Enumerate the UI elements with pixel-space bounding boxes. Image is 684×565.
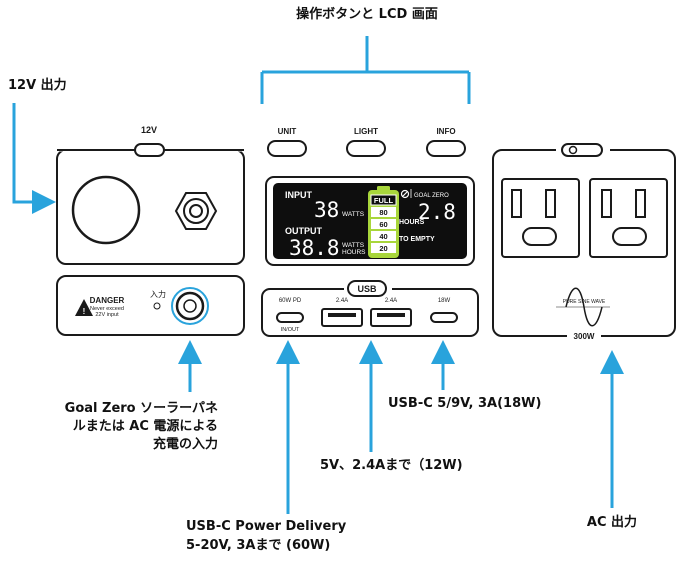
usb-a-port-1[interactable] [321,308,363,327]
out12v-arrow [12,103,56,214]
car-socket-port[interactable] [71,175,141,245]
lcd-input-watts: WATTS [342,211,365,218]
callout-pd-line2: 5-20V, 3Aまで (60W) [186,538,331,553]
usb-title-badge [347,280,387,297]
lcd-time-value: 2.8 [418,200,456,224]
danger-icon [75,299,93,316]
usb-c-18w-port[interactable] [430,312,458,323]
ac-outlet-2[interactable] [589,178,668,258]
callout-12v-output: 12V 出力 [8,78,67,93]
callout-input-line2: ルまたは AC 電源による [72,419,218,434]
top-bracket [260,36,471,104]
ac-watts-label: 300W [574,332,595,341]
goal-zero-logo-icon [400,189,412,199]
lcd-time-hours: HOURS [399,219,425,226]
danger-line1: Never exceed [90,306,124,312]
panel-input [56,275,245,336]
info-button[interactable] [426,140,466,157]
lcd-input-value: 38 [314,198,339,222]
callout-usbc-18w: USB-C 5/9V, 3A(18W) [388,396,542,411]
light-12v-button[interactable] [134,143,165,157]
button-info-label: INFO [436,127,455,136]
battery-gauge: FULL 80 60 40 20 [368,186,399,258]
danger-title: DANGER [90,296,125,305]
lcd-brand: GOAL ZERO [414,193,449,199]
callout-lines [12,36,624,514]
battery-level-20: 20 [379,244,387,253]
callout-input-line3: 充電の入力 [152,437,218,452]
lcd-time-to-empty: TO EMPTY [399,236,435,243]
unit-button[interactable] [267,140,307,157]
usb-c-pd-port[interactable] [276,312,304,323]
port-a2-label: 2.4A [385,298,397,304]
lcd-output-watts: WATTS [342,242,365,249]
port-c18-label: 18W [438,298,451,304]
usb-a-port-2[interactable] [370,308,412,327]
lcd-input-label: INPUT [285,190,313,200]
port-a1-label: 2.4A [336,298,348,304]
callout-usba: 5V、2.4Aまで（12W) [320,458,463,473]
input-led [153,302,161,310]
button-light-label: LIGHT [354,127,378,136]
callout-pd-line1: USB-C Power Delivery [186,519,347,534]
input-label: 入力 [150,289,166,299]
light-button[interactable] [346,140,386,157]
button-unit-label: UNIT [278,127,297,136]
battery-level-40: 40 [379,232,387,241]
lcd-output-label: OUTPUT [285,226,323,236]
callout-input-line1: Goal Zero ソーラーパネ [64,401,218,416]
battery-level-80: 80 [379,208,387,217]
hex-port[interactable] [174,192,218,230]
svg-text:!: ! [83,307,86,316]
ac-wave-label: PURE SINE WAVE [563,299,606,305]
ac-outlet-1[interactable] [501,178,580,258]
lcd-output-hours: HOURS [342,249,366,256]
usb-title: USB [357,284,377,294]
lcd-output-value: 38.8 [289,236,340,260]
callout-ac-output: AC 出力 [586,515,638,530]
battery-level-full: FULL [374,196,394,205]
battery-level-60: 60 [379,220,387,229]
callout-top: 操作ボタンと LCD 画面 [296,7,438,22]
ac-power-button[interactable] [561,143,603,157]
label-12v: 12V [141,125,157,135]
port-pd-label: 60W PD [279,298,302,304]
panel-12v [56,148,245,265]
port-inout-label: IN/OUT [281,327,300,333]
danger-line2: 22V input [95,312,119,318]
